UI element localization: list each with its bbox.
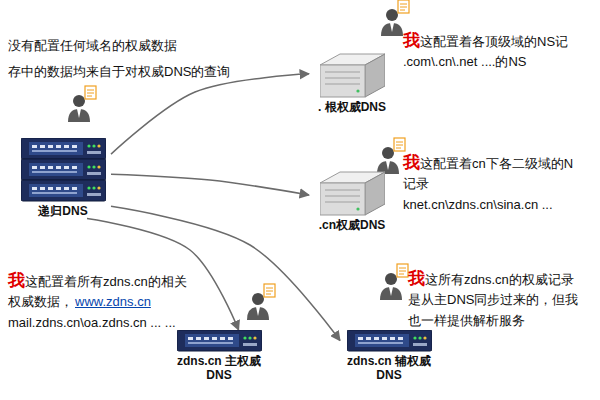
server-node: zdns.cn 主权威DNS — [170, 330, 268, 383]
callout-text: 也一样提供解析服务 — [408, 313, 525, 330]
person-icon — [68, 86, 96, 122]
query-arrow — [111, 174, 309, 195]
person-icon — [381, 0, 409, 36]
server-unit — [21, 138, 106, 159]
server-label: . 根权威DNS — [309, 100, 395, 114]
callout-text: .com\.cn\.net ....的NS — [403, 54, 527, 71]
server-unit — [21, 159, 106, 180]
server-node: 递归DNS — [15, 138, 111, 218]
callout-text: 我这配置着cn下各二级域的N — [403, 152, 573, 174]
callout-text: 记录 — [403, 176, 429, 193]
server-label: .cn权威DNS — [309, 218, 395, 232]
server-label: zdns.cn 主权威DNS — [170, 354, 268, 383]
callout-text: 我这配置着各顶级域的NS记 — [403, 30, 568, 52]
server-label: 递归DNS — [15, 204, 111, 218]
callout-text: 是从主DNS同步过来的，但我 — [408, 292, 578, 309]
person-icon — [377, 138, 405, 174]
server-unit — [320, 172, 385, 215]
server-node: .cn权威DNS — [309, 170, 395, 232]
server-icon — [347, 330, 432, 352]
server-icon — [21, 138, 106, 202]
server-unit — [347, 330, 432, 351]
callout-text: 我这配置着所有zdns.cn的相关 — [8, 270, 187, 292]
server-label: zdns.cn 辅权威DNS — [340, 354, 438, 383]
server-icon — [320, 170, 385, 216]
server-unit — [21, 180, 106, 201]
callout-text: 我这所有zdns.cn的权威记录 — [408, 268, 574, 290]
server-icon — [177, 330, 262, 352]
server-icon — [320, 52, 385, 98]
server-unit — [320, 54, 385, 97]
link-text: www.zdns.cn — [75, 294, 151, 311]
person-icon — [247, 284, 275, 320]
callout-text: knet.cn\zdns.cn\sina.cn ... — [403, 197, 553, 214]
server-unit — [177, 330, 262, 351]
callout-text: 存中的数据均来自于对权威DNS的查询 — [8, 64, 230, 81]
person-icon — [380, 264, 408, 300]
callout-text: 没有配置任何域名的权威数据 — [8, 38, 177, 55]
callout-text: 权威数据， — [8, 294, 73, 311]
server-node: zdns.cn 辅权威DNS — [340, 330, 438, 383]
query-arrow — [111, 74, 309, 154]
callout-text: mail.zdns.cn\oa.zdns.cn ... ... — [8, 315, 176, 332]
server-node: . 根权威DNS — [309, 52, 395, 114]
